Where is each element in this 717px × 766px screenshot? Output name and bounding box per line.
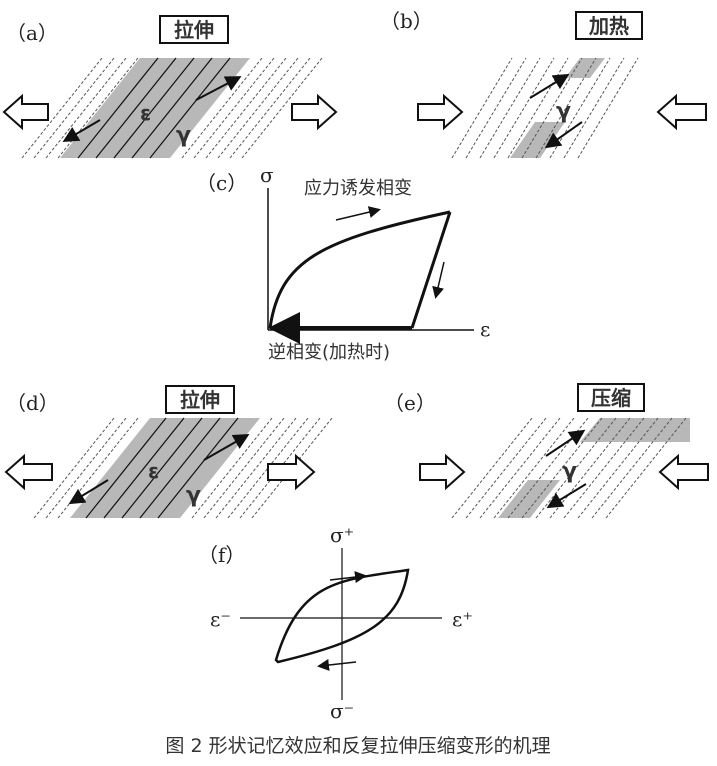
panel-c-lower-text: 逆相变(加热时): [268, 342, 390, 363]
panel-c: （c） σ ε 应力诱发相变 逆相变(加热时): [196, 163, 490, 363]
panel-c-upper-arrow: [335, 206, 381, 221]
panel-a-right-arrow: [291, 93, 338, 131]
panel-e: （e） 压缩 γ: [384, 383, 709, 519]
panel-d: （d） 拉伸 ε γ: [4, 385, 338, 519]
panel-f-eps-minus: ε⁻: [210, 607, 231, 631]
panel-a-label: （a）: [6, 21, 58, 45]
panel-f-sigma-plus: σ⁺: [330, 523, 354, 547]
panel-d-box-text: 拉伸: [180, 388, 220, 412]
panel-b: （b） 加热 γ: [380, 9, 707, 159]
panel-c-unloading-line: [410, 211, 452, 329]
panel-d-eps: ε: [148, 459, 159, 483]
panel-b-left-arrow: [656, 93, 707, 131]
panel-e-label-box: [577, 383, 645, 412]
panel-d-label: （d）: [6, 391, 59, 415]
panel-d-left-arrow: [4, 453, 53, 491]
panel-f-label: （f）: [198, 543, 245, 567]
panel-e-box-text: 压缩: [591, 386, 631, 410]
panel-c-label: （c）: [196, 171, 247, 195]
panel-c-side-arrow: [432, 261, 445, 299]
panel-f-sigma-minus: σ⁻: [330, 699, 354, 723]
panel-d-band: [33, 417, 338, 519]
panel-b-label-box: [575, 11, 643, 40]
panel-c-loading-curve: [268, 210, 451, 329]
panel-e-left-arrow: [658, 453, 709, 491]
panel-f-eps-plus: ε⁺: [452, 607, 473, 631]
panel-c-upper-text: 应力诱发相变: [304, 178, 412, 199]
figure-caption: 图 2 形状记忆效应和反复拉伸压缩变形的机理: [165, 735, 550, 757]
panel-e-gamma: γ: [562, 459, 577, 484]
panel-c-eps: ε: [480, 317, 490, 341]
panel-a-label-box: [159, 15, 229, 44]
panel-b-label: （b）: [380, 9, 433, 33]
panel-e-right-arrow: [419, 453, 466, 491]
panel-f: （f） σ⁺ σ⁻ ε⁻ ε⁺: [198, 523, 473, 723]
panel-f-lower-arrow: [317, 659, 357, 671]
panel-d-right-arrow: [267, 453, 316, 491]
panel-a-eps: ε: [140, 101, 151, 125]
panel-d-label-box: [165, 385, 235, 414]
panel-e-band: [451, 417, 690, 519]
panel-a-left-arrow: [2, 93, 49, 131]
panel-f-upper-arrow: [329, 571, 367, 584]
panel-b-right-arrow: [417, 93, 464, 131]
panel-f-hysteresis-loop: [274, 568, 410, 664]
panel-b-box-text: 加热: [588, 14, 629, 38]
panel-e-label: （e）: [384, 391, 436, 415]
panel-d-gamma: γ: [186, 483, 201, 508]
panel-a-box-text: 拉伸: [174, 18, 214, 42]
panel-a-band: [21, 57, 330, 159]
panel-b-band: [451, 57, 640, 159]
panel-a: （a） 拉伸 ε γ: [2, 15, 338, 159]
panel-a-gamma: γ: [176, 123, 191, 148]
panel-c-sigma: σ: [260, 163, 274, 187]
panel-b-gamma: γ: [556, 99, 571, 124]
